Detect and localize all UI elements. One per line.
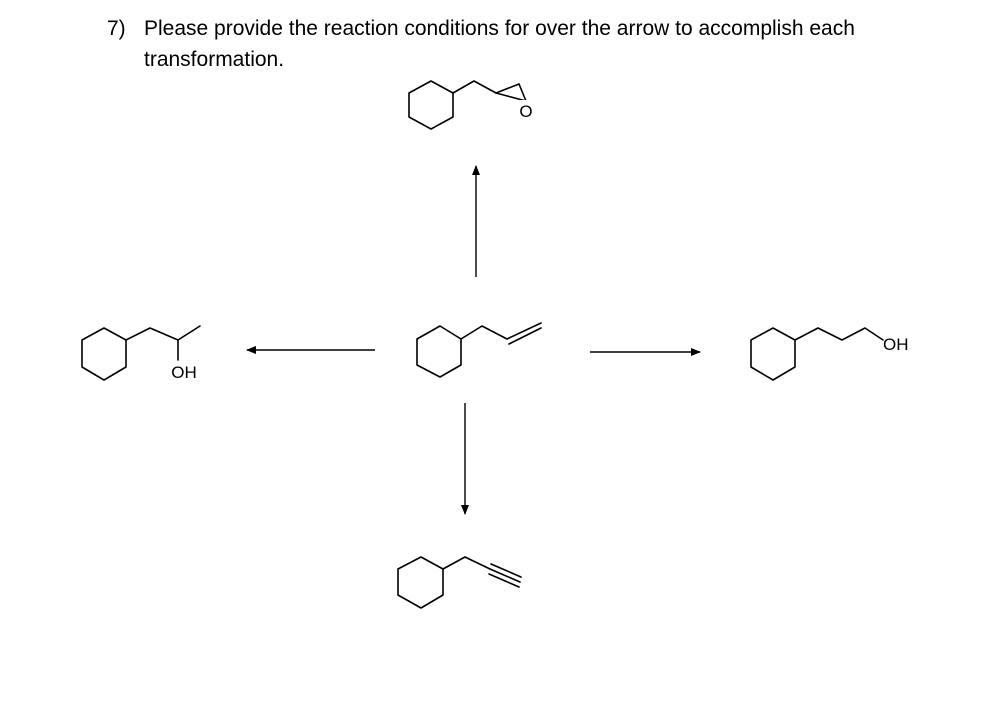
molecule-center-allylcyclohexane (416, 322, 542, 378)
triple-bond-line-2 (490, 563, 522, 578)
question-text-line-2: transformation. (144, 48, 285, 71)
side-chain (452, 80, 497, 94)
question-number: 7) (107, 17, 126, 40)
molecule-left-secondary-alcohol (81, 325, 201, 381)
oxygen-label: O (519, 102, 532, 121)
side-chain (794, 327, 884, 341)
side-chain (442, 556, 491, 570)
hydroxyl-label: OH (883, 335, 909, 354)
molecule-bottom-alkyne (397, 556, 522, 609)
triple-bond-line-3 (488, 573, 520, 588)
label-mask (518, 100, 534, 120)
molecule-top-epoxide (408, 80, 527, 130)
cyclohexane-ring (397, 556, 444, 609)
cyclohexane-ring (750, 327, 796, 381)
cyclohexane-ring (408, 80, 454, 130)
molecule-right-primary-alcohol (750, 327, 884, 381)
triple-bond-line-1 (489, 568, 521, 583)
double-bond-line (508, 327, 542, 345)
question-text-line-1: Please provide the reaction conditions f… (144, 17, 855, 40)
question-header: 7) Please provide the reaction condition… (0, 0, 1006, 90)
hydroxyl-label: OH (171, 363, 197, 382)
epoxide-ring (495, 83, 527, 102)
side-chain (460, 322, 542, 340)
cyclohexane-ring (416, 325, 462, 378)
side-chain (125, 325, 201, 341)
cyclohexane-ring (81, 327, 127, 381)
